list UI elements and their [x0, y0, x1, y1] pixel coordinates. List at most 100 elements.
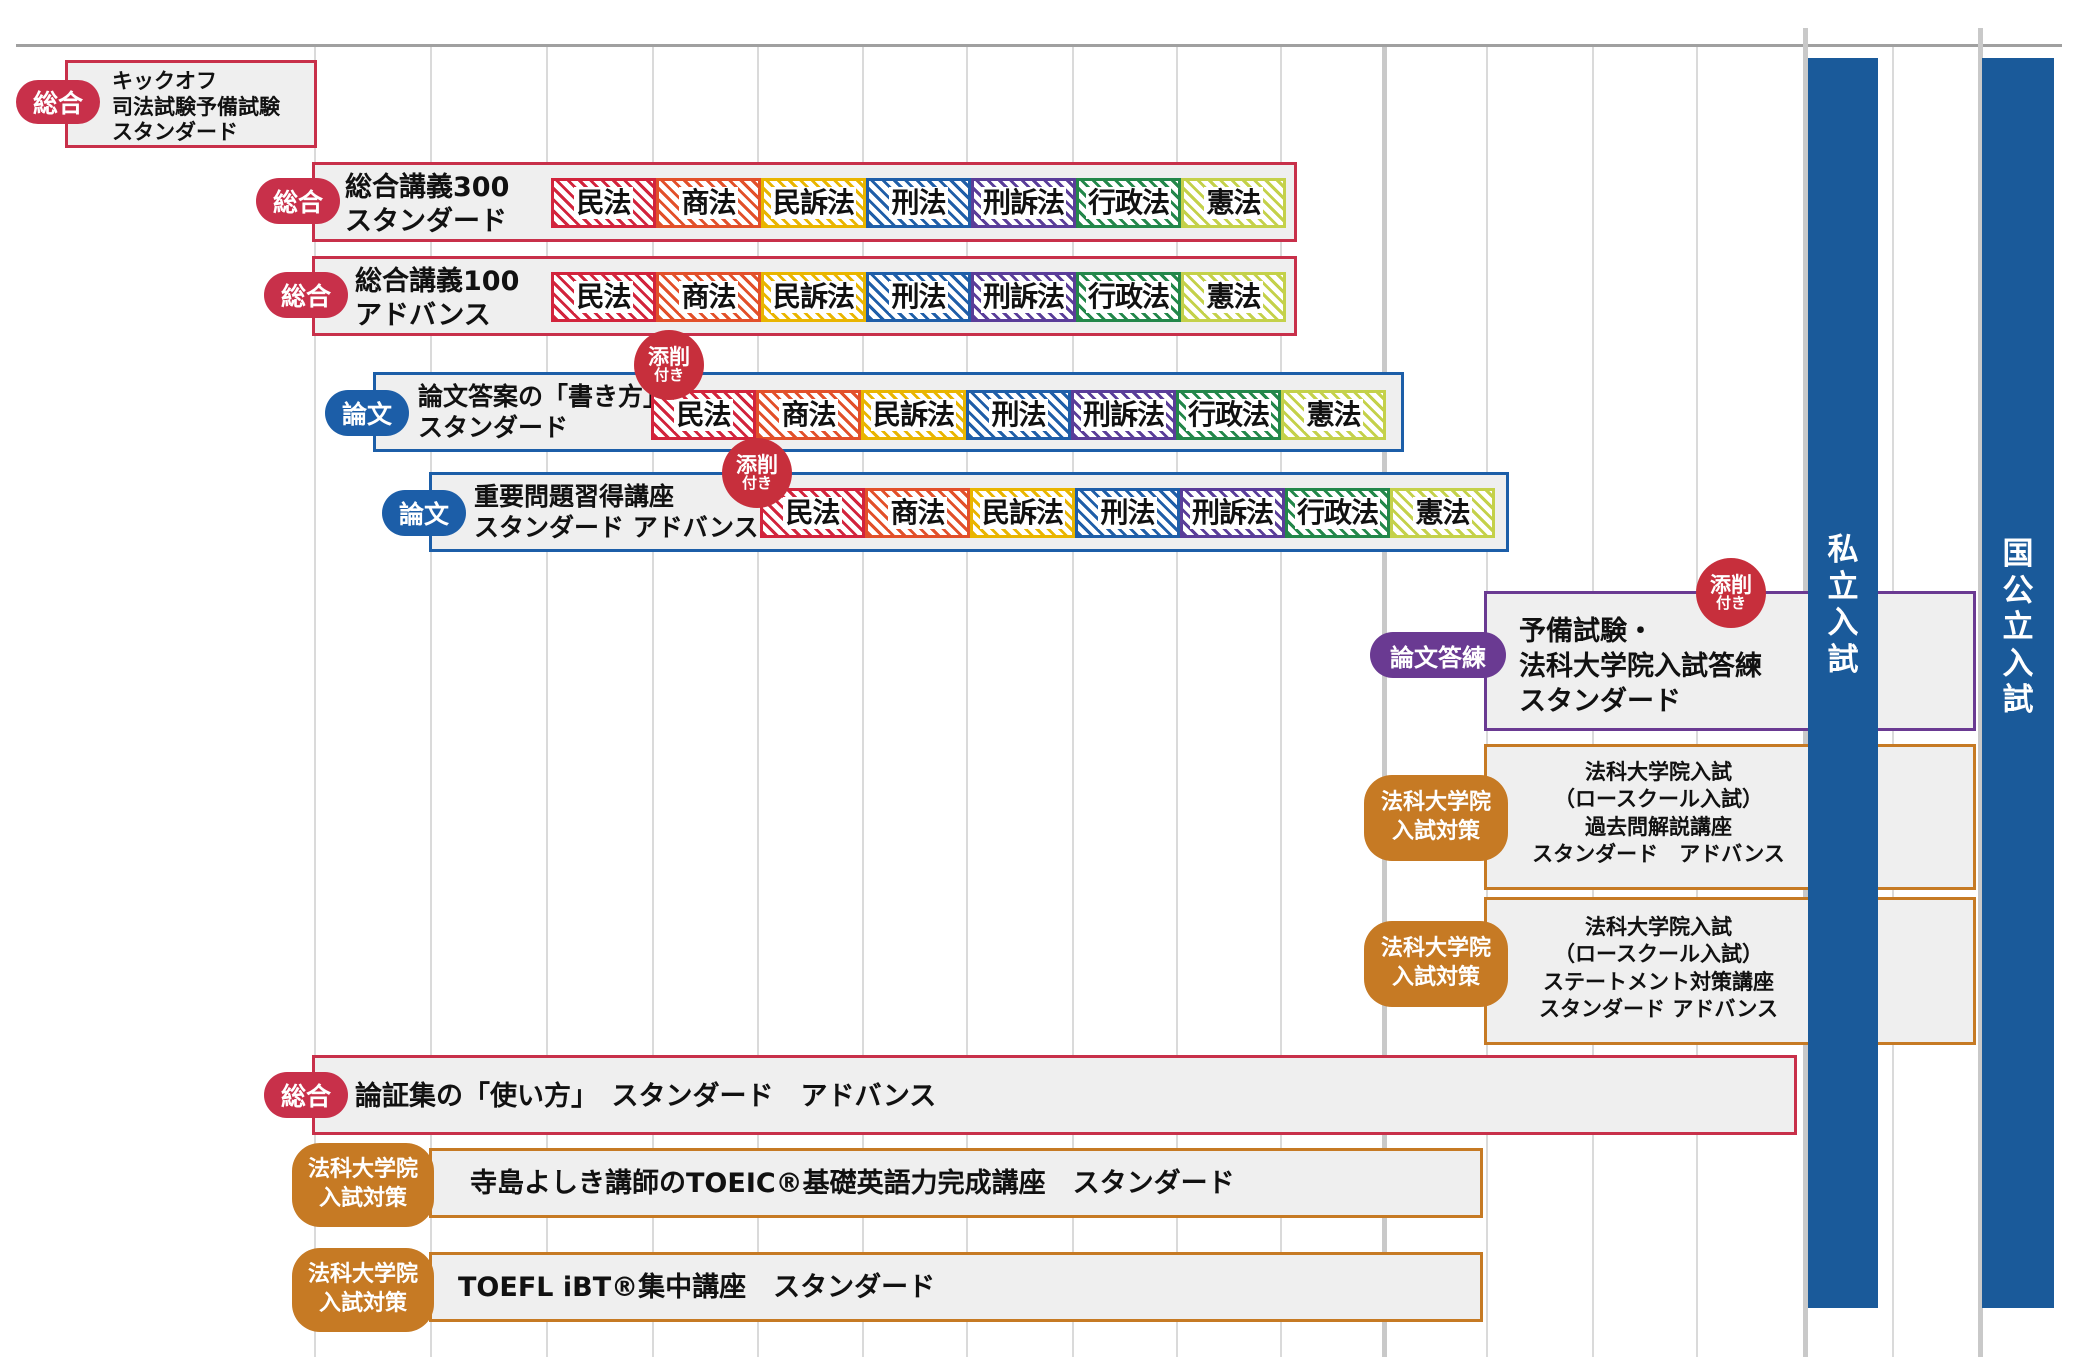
- exam-label-char: 入: [1827, 605, 1859, 642]
- subject-label: 刑訴法: [1080, 397, 1166, 432]
- subject-label: 刑法: [1098, 495, 1157, 530]
- subject-label: 憲法: [1304, 397, 1363, 432]
- subject-cell: 民訴法: [761, 272, 866, 322]
- course-kickoff[interactable]: キックオフ 司法試験予備試験 スタンダード: [65, 60, 317, 148]
- course-statement[interactable]: 法科大学院入試 （ロースクール入試） ステートメント対策講座 スタンダード アド…: [1484, 897, 1976, 1045]
- exam-label-char: 立: [2002, 609, 2034, 646]
- subject-cell: 民法: [551, 178, 656, 228]
- subject-label: 刑法: [889, 185, 948, 220]
- exam-label-char: 国: [2002, 536, 2034, 572]
- course-juyo-mondai[interactable]: 重要問題習得講座 スタンダード アドバンス 民法商法民訴法刑法刑訴法行政法憲法: [429, 472, 1509, 552]
- subject-label: 民法: [674, 397, 733, 432]
- subject-label: 商法: [888, 495, 947, 530]
- category-badge-lawschool: 法科大学院入試対策: [1364, 775, 1508, 861]
- course-title-line: スタンダード: [345, 205, 507, 237]
- course-title-line: （ロースクール入試）: [1554, 787, 1763, 812]
- exam-label-char: 立: [1827, 568, 1859, 605]
- grid-line: [1176, 47, 1178, 1357]
- subject-label: 憲法: [1204, 185, 1263, 220]
- subject-cell: 民訴法: [970, 488, 1075, 538]
- course-kakomon[interactable]: 法科大学院入試 （ロースクール入試） 過去問解説講座 スタンダード アドバンス: [1484, 744, 1976, 890]
- course-title-line: キックオフ: [112, 69, 217, 93]
- subject-label: 民訴法: [870, 397, 956, 432]
- grid-line: [314, 47, 316, 1357]
- subject-label: 刑訴法: [1189, 495, 1275, 530]
- subject-label: 刑法: [889, 279, 948, 314]
- subject-cell: 刑法: [866, 272, 971, 322]
- category-badge-ronbun: 論文: [325, 390, 409, 436]
- course-title-line: 司法試験予備試験: [112, 94, 280, 119]
- subject-label: 商法: [679, 185, 738, 220]
- course-ronsho[interactable]: 論証集の「使い方」 スタンダード アドバンス: [312, 1055, 1797, 1135]
- subject-cell: 刑訴法: [971, 272, 1076, 322]
- subject-cell: 行政法: [1176, 390, 1281, 440]
- subject-label: 民法: [574, 279, 633, 314]
- subject-label: 刑訴法: [980, 185, 1066, 220]
- category-badge-lawschool: 法科大学院入試対策: [1364, 921, 1508, 1007]
- subject-cell: 民法: [651, 390, 756, 440]
- subject-cell: 憲法: [1181, 272, 1286, 322]
- subject-label: 刑法: [989, 397, 1048, 432]
- subject-cell: 商法: [865, 488, 970, 538]
- subject-cell: 刑法: [966, 390, 1071, 440]
- subject-label: 民訴法: [770, 185, 856, 220]
- course-sogo-100[interactable]: 総合講義100 アドバンス 民法 商法民訴法刑法刑訴法行政法憲法: [312, 256, 1297, 336]
- subject-cell: 商法: [656, 178, 761, 228]
- subject-cell: 行政法: [1285, 488, 1390, 538]
- exam-label-char: 入: [2002, 645, 2034, 682]
- grid-line: [1072, 47, 1074, 1357]
- timeline-top-line: [16, 44, 2062, 47]
- subject-label: 行政法: [1085, 185, 1171, 220]
- grid-line: [652, 47, 654, 1357]
- subject-cell: 刑法: [866, 178, 971, 228]
- subject-cell: 刑訴法: [1071, 390, 1176, 440]
- course-title-line: 寺島よしき講師のTOEIC®基礎英語力完成講座 スタンダード: [470, 1168, 1235, 1199]
- exam-public-bar: 国公立入試: [1982, 58, 2054, 1308]
- course-title-line: 総合講義100: [355, 266, 520, 297]
- category-badge-lawschool: 法科大学院入試対策: [292, 1248, 434, 1332]
- subject-cell: 行政法: [1076, 272, 1181, 322]
- exam-label-char: 試: [2002, 682, 2034, 719]
- course-title-line: スタンダード アドバンス: [1532, 841, 1785, 866]
- subject-cell: 憲法: [1390, 488, 1495, 538]
- category-badge-sogo: 総合: [264, 1072, 348, 1118]
- subject-cell: 刑訴法: [971, 178, 1076, 228]
- course-toefl[interactable]: TOEFL iBT®集中講座 スタンダード: [429, 1252, 1483, 1322]
- subject-cell: 民訴法: [861, 390, 966, 440]
- exam-label-char: 私: [1827, 532, 1859, 568]
- category-badge-sogo: 総合: [16, 80, 100, 124]
- category-badge-sogo: 総合: [256, 178, 340, 224]
- subject-cell: 行政法: [1076, 178, 1181, 228]
- subject-cell: 商法: [656, 272, 761, 322]
- course-title-line: 法科大学院入試答練: [1519, 651, 1762, 683]
- course-sogo-300[interactable]: 総合講義300 スタンダード 民法商法民訴法刑法刑訴法行政法憲法: [312, 162, 1297, 242]
- course-title-line: TOEFL iBT®集中講座 スタンダード: [458, 1272, 936, 1303]
- tensaku-badge: 添削付き: [634, 330, 704, 400]
- subject-label: 行政法: [1185, 397, 1271, 432]
- subject-label: 民法: [783, 495, 842, 530]
- course-title-line: アドバンス: [355, 299, 491, 331]
- subject-cell: 民訴法: [761, 178, 866, 228]
- grid-line: [1280, 47, 1282, 1357]
- course-title-line: （ロースクール入試）: [1554, 942, 1763, 967]
- category-badge-lawschool: 法科大学院入試対策: [292, 1143, 434, 1227]
- grid-line: [757, 47, 759, 1357]
- course-toeic[interactable]: 寺島よしき講師のTOEIC®基礎英語力完成講座 スタンダード: [429, 1148, 1483, 1218]
- subject-label: 民訴法: [770, 279, 856, 314]
- subject-label: 商法: [679, 279, 738, 314]
- course-title-line: 過去問解説講座: [1585, 814, 1732, 839]
- course-title-line: 論証集の「使い方」 スタンダード アドバンス: [355, 1081, 937, 1112]
- course-title-line: 法科大学院入試: [1585, 760, 1732, 784]
- course-ronbun-kakikata[interactable]: 論文答案の「書き方」 スタンダード 民法商法民訴法刑法刑訴法行政法憲法: [373, 372, 1404, 452]
- course-title-line: スタンダード: [1519, 686, 1681, 718]
- course-title-line: 法科大学院入試: [1585, 915, 1732, 939]
- grid-line: [966, 47, 968, 1357]
- course-title-line: 重要問題習得講座: [474, 482, 675, 511]
- course-title-line: 予備試験・: [1519, 616, 1654, 647]
- subject-cell: 民法: [551, 272, 656, 322]
- subject-label: 憲法: [1204, 279, 1263, 314]
- exam-private-bar: 私立入試: [1808, 58, 1878, 1308]
- grid-line: [862, 47, 864, 1357]
- course-title-line: スタンダード: [112, 120, 238, 145]
